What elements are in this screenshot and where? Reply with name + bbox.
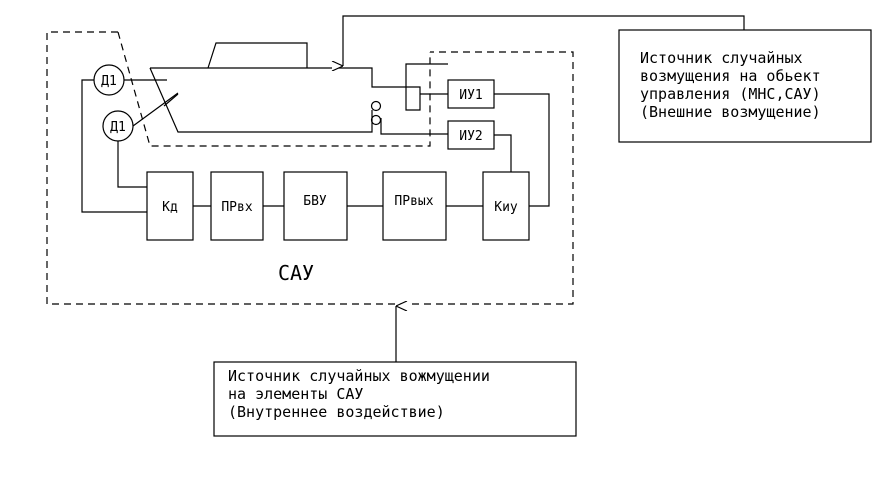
signal-connections [81,79,550,213]
external-line-2: возмущения на обьект [640,67,821,85]
svg-text:Киу: Киу [494,200,518,215]
svg-text:ПРвых: ПРвых [394,194,433,209]
motor-symbol-top [370,100,382,112]
svg-text:БВУ: БВУ [303,194,327,209]
external-disturbance-arrow [343,15,745,66]
svg-text:ПРвх: ПРвх [221,200,252,215]
svg-text:Кд: Кд [162,200,178,215]
sau-boundary [46,31,574,305]
iu2-block: ИУ2 [447,120,495,150]
internal-disturbance-source: Источник случайных вожмущении на элемент… [213,361,577,437]
block-bvu: БВУ [283,171,348,241]
external-disturbance-source: Источник случайных возмущения на обьект … [618,29,872,143]
internal-line-2: на элементы САУ [228,385,363,403]
block-kiu: Киу [482,171,530,241]
sensor-d1-bottom: Д1 [102,92,179,142]
motor-symbol-bottom [370,114,382,126]
iu1-block: ИУ1 [447,79,495,109]
block-prvx: ПРвх [210,171,264,241]
external-line-1: Источник случайных [640,49,803,67]
svg-text:ИУ2: ИУ2 [459,129,482,144]
block-kd: Кд [146,171,194,241]
block-prvyx: ПРвых [382,171,447,241]
sensor-d1-top: Д1 [93,64,167,96]
external-line-3: управления (МНС,САУ) [640,85,821,103]
internal-line-3: (Внутреннее воздействие) [228,403,445,421]
svg-text:ИУ1: ИУ1 [459,88,482,103]
svg-text:Д1: Д1 [101,74,117,89]
sau-label: САУ [278,261,314,285]
control-object [149,42,448,135]
external-line-4: (Внешние возмущение) [640,103,821,121]
svg-text:Д1: Д1 [110,120,126,135]
internal-line-1: Источник случайных вожмущении [228,367,490,385]
